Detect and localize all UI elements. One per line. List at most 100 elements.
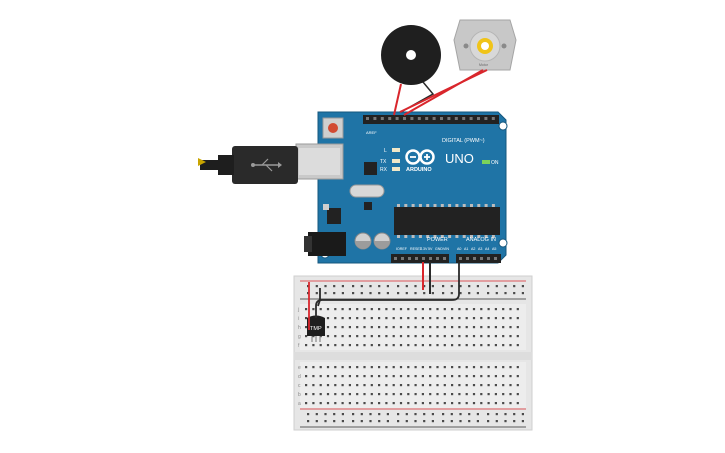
- rail-hole[interactable]: [423, 413, 426, 416]
- breadboard-hole[interactable]: [370, 335, 373, 338]
- analog-pin[interactable]: [494, 257, 497, 260]
- breadboard-hole[interactable]: [326, 344, 330, 347]
- breadboard-hole[interactable]: [378, 375, 381, 378]
- breadboard-hole[interactable]: [458, 393, 461, 396]
- breadboard-hole[interactable]: [443, 375, 446, 378]
- breadboard-hole[interactable]: [312, 375, 315, 378]
- rail-hole[interactable]: [487, 285, 490, 288]
- breadboard-hole[interactable]: [509, 308, 512, 311]
- breadboard-hole[interactable]: [334, 366, 337, 369]
- digital-pin[interactable]: [395, 117, 399, 120]
- breadboard-hole[interactable]: [305, 344, 308, 347]
- breadboard-hole[interactable]: [363, 393, 366, 396]
- breadboard-hole[interactable]: [341, 393, 344, 396]
- rail-hole[interactable]: [442, 285, 445, 288]
- breadboard-hole[interactable]: [392, 317, 395, 320]
- breadboard-hole[interactable]: [334, 375, 337, 378]
- rail-hole[interactable]: [352, 420, 355, 423]
- rail-hole[interactable]: [431, 292, 434, 295]
- breadboard-hole[interactable]: [363, 375, 366, 378]
- breadboard-hole[interactable]: [487, 326, 490, 329]
- breadboard-hole[interactable]: [509, 317, 512, 320]
- breadboard-hole[interactable]: [465, 402, 468, 405]
- breadboard-hole[interactable]: [348, 375, 351, 378]
- breadboard-hole[interactable]: [305, 308, 308, 311]
- breadboard-hole[interactable]: [480, 393, 483, 396]
- breadboard-hole[interactable]: [472, 402, 476, 405]
- breadboard-hole[interactable]: [399, 366, 403, 369]
- rail-hole[interactable]: [315, 292, 318, 295]
- breadboard-hole[interactable]: [370, 344, 373, 347]
- breadboard-hole[interactable]: [348, 308, 351, 311]
- rail-hole[interactable]: [521, 413, 524, 416]
- breadboard-hole[interactable]: [392, 344, 395, 347]
- breadboard-hole[interactable]: [326, 326, 330, 329]
- breadboard-hole[interactable]: [319, 366, 322, 369]
- breadboard-hole[interactable]: [385, 326, 388, 329]
- breadboard-hole[interactable]: [341, 402, 344, 405]
- rail-hole[interactable]: [324, 292, 327, 295]
- rail-hole[interactable]: [352, 292, 355, 295]
- breadboard-hole[interactable]: [326, 375, 330, 378]
- breadboard-hole[interactable]: [341, 308, 344, 311]
- breadboard-hole[interactable]: [472, 308, 476, 311]
- breadboard-hole[interactable]: [421, 344, 424, 347]
- breadboard-hole[interactable]: [356, 335, 359, 338]
- breadboard-hole[interactable]: [363, 384, 366, 387]
- breadboard-hole[interactable]: [421, 317, 424, 320]
- rail-hole[interactable]: [414, 420, 417, 423]
- rail-hole[interactable]: [341, 292, 344, 295]
- digital-pin[interactable]: [462, 117, 466, 120]
- rail-hole[interactable]: [397, 292, 400, 295]
- dc-motor[interactable]: Motor: [453, 19, 517, 71]
- breadboard-hole[interactable]: [487, 366, 490, 369]
- analog-pin[interactable]: [480, 257, 483, 260]
- breadboard-hole[interactable]: [451, 317, 454, 320]
- breadboard-hole[interactable]: [326, 384, 330, 387]
- breadboard-hole[interactable]: [472, 317, 476, 320]
- breadboard-hole[interactable]: [494, 366, 497, 369]
- analog-pin[interactable]: [459, 257, 462, 260]
- breadboard-hole[interactable]: [334, 335, 337, 338]
- breadboard[interactable]: j i h g f e d c b a: [293, 275, 533, 431]
- rail-hole[interactable]: [386, 413, 389, 416]
- digital-pin[interactable]: [366, 117, 369, 120]
- breadboard-hole[interactable]: [334, 384, 337, 387]
- breadboard-hole[interactable]: [502, 326, 505, 329]
- breadboard-hole[interactable]: [502, 375, 505, 378]
- rail-hole[interactable]: [324, 285, 327, 288]
- breadboard-hole[interactable]: [348, 335, 351, 338]
- breadboard-hole[interactable]: [385, 335, 388, 338]
- breadboard-hole[interactable]: [458, 384, 461, 387]
- rail-hole[interactable]: [431, 420, 434, 423]
- breadboard-hole[interactable]: [436, 335, 439, 338]
- breadboard-hole[interactable]: [472, 393, 476, 396]
- breadboard-hole[interactable]: [326, 402, 330, 405]
- breadboard-hole[interactable]: [334, 402, 337, 405]
- breadboard-hole[interactable]: [341, 384, 344, 387]
- breadboard-hole[interactable]: [494, 384, 497, 387]
- breadboard-hole[interactable]: [502, 308, 505, 311]
- breadboard-hole[interactable]: [334, 317, 337, 320]
- breadboard-hole[interactable]: [451, 384, 454, 387]
- rail-hole[interactable]: [476, 420, 479, 423]
- breadboard-hole[interactable]: [429, 393, 432, 396]
- digital-pin[interactable]: [425, 117, 429, 120]
- breadboard-hole[interactable]: [407, 335, 410, 338]
- breadboard-hole[interactable]: [392, 335, 395, 338]
- rail-hole[interactable]: [315, 420, 318, 423]
- breadboard-hole[interactable]: [407, 384, 410, 387]
- breadboard-hole[interactable]: [472, 375, 476, 378]
- breadboard-hole[interactable]: [305, 402, 308, 405]
- rail-hole[interactable]: [521, 285, 524, 288]
- breadboard-hole[interactable]: [436, 326, 439, 329]
- breadboard-hole[interactable]: [494, 393, 497, 396]
- breadboard-hole[interactable]: [458, 317, 461, 320]
- breadboard-hole[interactable]: [480, 308, 483, 311]
- digital-pin[interactable]: [417, 117, 421, 120]
- breadboard-hole[interactable]: [348, 393, 351, 396]
- breadboard-hole[interactable]: [502, 393, 505, 396]
- rail-hole[interactable]: [397, 420, 400, 423]
- breadboard-hole[interactable]: [363, 402, 366, 405]
- breadboard-hole[interactable]: [480, 366, 483, 369]
